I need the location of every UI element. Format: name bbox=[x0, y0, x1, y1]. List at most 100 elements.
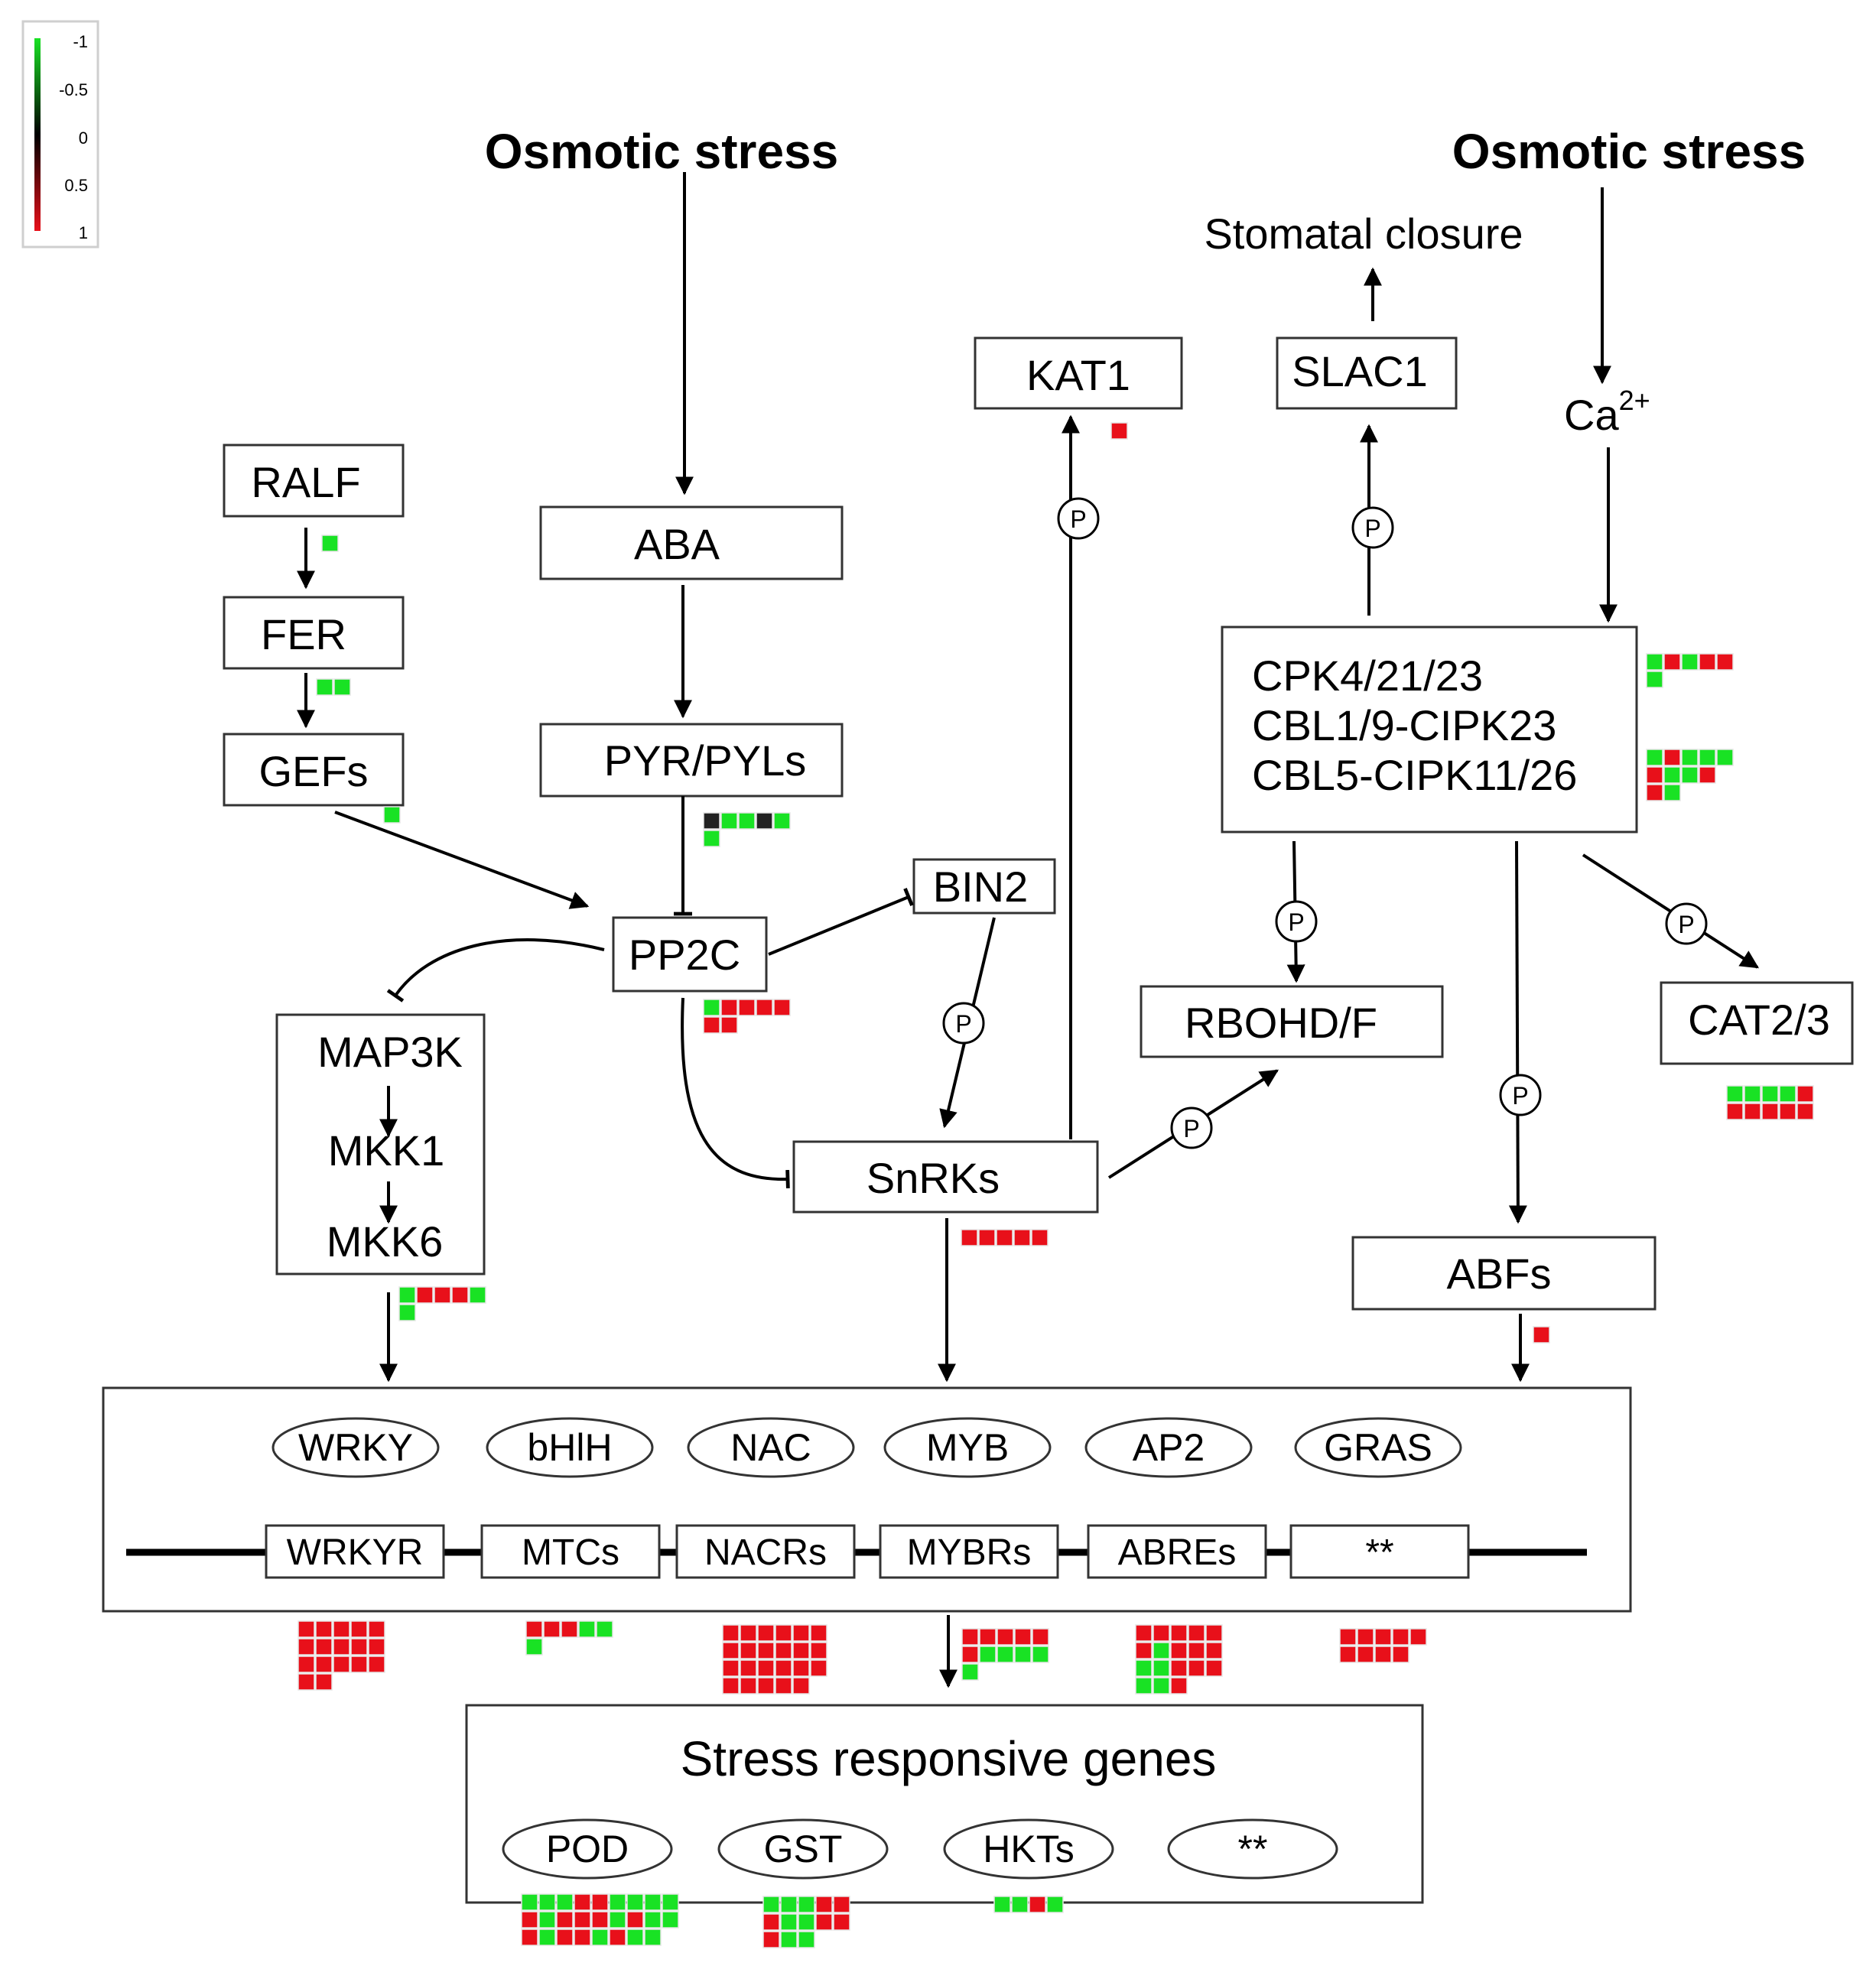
heatmap-cell bbox=[810, 1642, 827, 1659]
heatmap-cell bbox=[1744, 1103, 1761, 1120]
heatmap-cell bbox=[556, 1929, 574, 1946]
heatmap-cell bbox=[1699, 766, 1716, 784]
legend-tick-2: -0.5 bbox=[59, 80, 88, 99]
heatmap-cell bbox=[1188, 1642, 1205, 1659]
heatmap-cell bbox=[350, 1620, 368, 1638]
tf-ellipse bbox=[271, 1417, 440, 1478]
stress-genes-title: Stress responsive genes bbox=[681, 1731, 1217, 1786]
heatmap-cell bbox=[1153, 1659, 1170, 1677]
heatmap-cell bbox=[591, 1929, 609, 1946]
heatmap-cell bbox=[1357, 1628, 1374, 1646]
heatmap-cell bbox=[792, 1624, 810, 1642]
heatmap-cell bbox=[1170, 1659, 1188, 1677]
tf-ellipse bbox=[883, 1417, 1052, 1478]
heatmap-cell bbox=[997, 1646, 1014, 1663]
osmotic-stress-title-right: Osmotic stress bbox=[1452, 124, 1806, 179]
gefs-box bbox=[223, 733, 405, 807]
heatmap-cell bbox=[798, 1896, 815, 1913]
heatmap-cell bbox=[1796, 1103, 1814, 1120]
cis-element-box bbox=[879, 1524, 1059, 1579]
heatmap-cell bbox=[722, 1677, 740, 1695]
snrks-box bbox=[792, 1140, 1099, 1214]
heatmap-cell bbox=[1699, 653, 1716, 671]
heatmap-fer bbox=[316, 678, 351, 696]
phospho-label: P bbox=[1512, 1082, 1528, 1110]
heatmap-cell bbox=[1646, 784, 1663, 801]
heatmap-cell bbox=[333, 678, 351, 696]
heatmap-cell bbox=[703, 1016, 720, 1034]
cis-element-label: MYBRs bbox=[907, 1532, 1032, 1573]
legend-tick-4: 0.5 bbox=[64, 176, 88, 195]
phospho-label: P bbox=[1288, 908, 1304, 936]
heatmap-cell bbox=[1663, 784, 1681, 801]
heatmap-cell bbox=[1031, 1229, 1049, 1246]
heatmap-cell bbox=[833, 1913, 850, 1931]
heatmap-cell bbox=[321, 535, 339, 552]
heatmap-cell bbox=[1681, 749, 1699, 766]
heatmap-cell bbox=[762, 1896, 780, 1913]
tf-label: WRKY bbox=[298, 1426, 413, 1469]
heatmap-cell bbox=[773, 812, 791, 830]
heatmap-cell bbox=[1681, 653, 1699, 671]
heatmap-cell bbox=[1153, 1642, 1170, 1659]
heatmap-cell bbox=[1032, 1646, 1049, 1663]
heatmap-cell bbox=[1409, 1628, 1427, 1646]
heatmap-cell bbox=[333, 1638, 350, 1656]
heatmap-cell bbox=[792, 1642, 810, 1659]
heatmap-cell bbox=[1029, 1896, 1046, 1913]
heatmap-cell bbox=[1135, 1624, 1153, 1642]
heatmap-cell bbox=[469, 1286, 486, 1304]
heatmap-cell bbox=[398, 1286, 416, 1304]
heatmap-cell bbox=[798, 1931, 815, 1948]
heatmap-cell bbox=[538, 1911, 556, 1929]
heatmap-cell bbox=[556, 1893, 574, 1911]
heatmap-cell bbox=[720, 812, 738, 830]
heatmap-cell bbox=[703, 999, 720, 1016]
heatmap-cell bbox=[1011, 1896, 1029, 1913]
slac1-box bbox=[1276, 336, 1458, 410]
abfs-label: ABFs bbox=[1447, 1249, 1552, 1298]
heatmap-cell bbox=[434, 1286, 451, 1304]
cpk-line-2: CBL1/9-CIPK23 bbox=[1252, 701, 1556, 749]
heatmap-cell bbox=[720, 1016, 738, 1034]
tf-ellipse bbox=[1084, 1417, 1253, 1478]
cis-element-label: WRKYR bbox=[287, 1532, 424, 1573]
heatmap-cell bbox=[810, 1624, 827, 1642]
cpk-line-1: CPK4/21/23 bbox=[1252, 652, 1483, 700]
heatmap-cell bbox=[1205, 1642, 1223, 1659]
heatmap-cell bbox=[738, 812, 756, 830]
heatmap-cell bbox=[722, 1642, 740, 1659]
cis-element-box bbox=[480, 1524, 661, 1579]
heatmap-cpkB bbox=[1646, 749, 1734, 801]
heatmap-cell bbox=[757, 1659, 775, 1677]
cat23-label: CAT2/3 bbox=[1688, 996, 1830, 1044]
phospho-circle bbox=[1665, 902, 1708, 945]
cis-element-label: MTCs bbox=[522, 1532, 619, 1573]
heatmap-cell bbox=[961, 1663, 979, 1681]
heatmap-cell bbox=[316, 678, 333, 696]
heatmap-cell bbox=[556, 1911, 574, 1929]
heatmap-cell bbox=[1796, 1085, 1814, 1103]
gene-ellipse bbox=[502, 1818, 673, 1880]
heatmap-cell bbox=[1153, 1624, 1170, 1642]
cat23-box bbox=[1660, 981, 1854, 1065]
heatmap-cell bbox=[1533, 1326, 1550, 1344]
heatmap-cell bbox=[1153, 1677, 1170, 1695]
heatmap-cell bbox=[1357, 1646, 1374, 1663]
slac1-label: SLAC1 bbox=[1292, 347, 1427, 395]
pyr-label: PYR/PYLs bbox=[604, 736, 807, 785]
snrks-label: SnRKs bbox=[866, 1154, 1000, 1202]
heatmap-cell bbox=[521, 1911, 538, 1929]
heatmap-cell bbox=[1135, 1659, 1153, 1677]
heatmap-cell bbox=[1046, 1896, 1064, 1913]
kat1-label: KAT1 bbox=[1026, 351, 1130, 399]
heatmap-cell bbox=[1135, 1642, 1153, 1659]
pp2c-box bbox=[612, 916, 768, 993]
heatmap-cell bbox=[315, 1673, 333, 1691]
heatmap-cell bbox=[773, 999, 791, 1016]
heatmap-cell bbox=[591, 1911, 609, 1929]
